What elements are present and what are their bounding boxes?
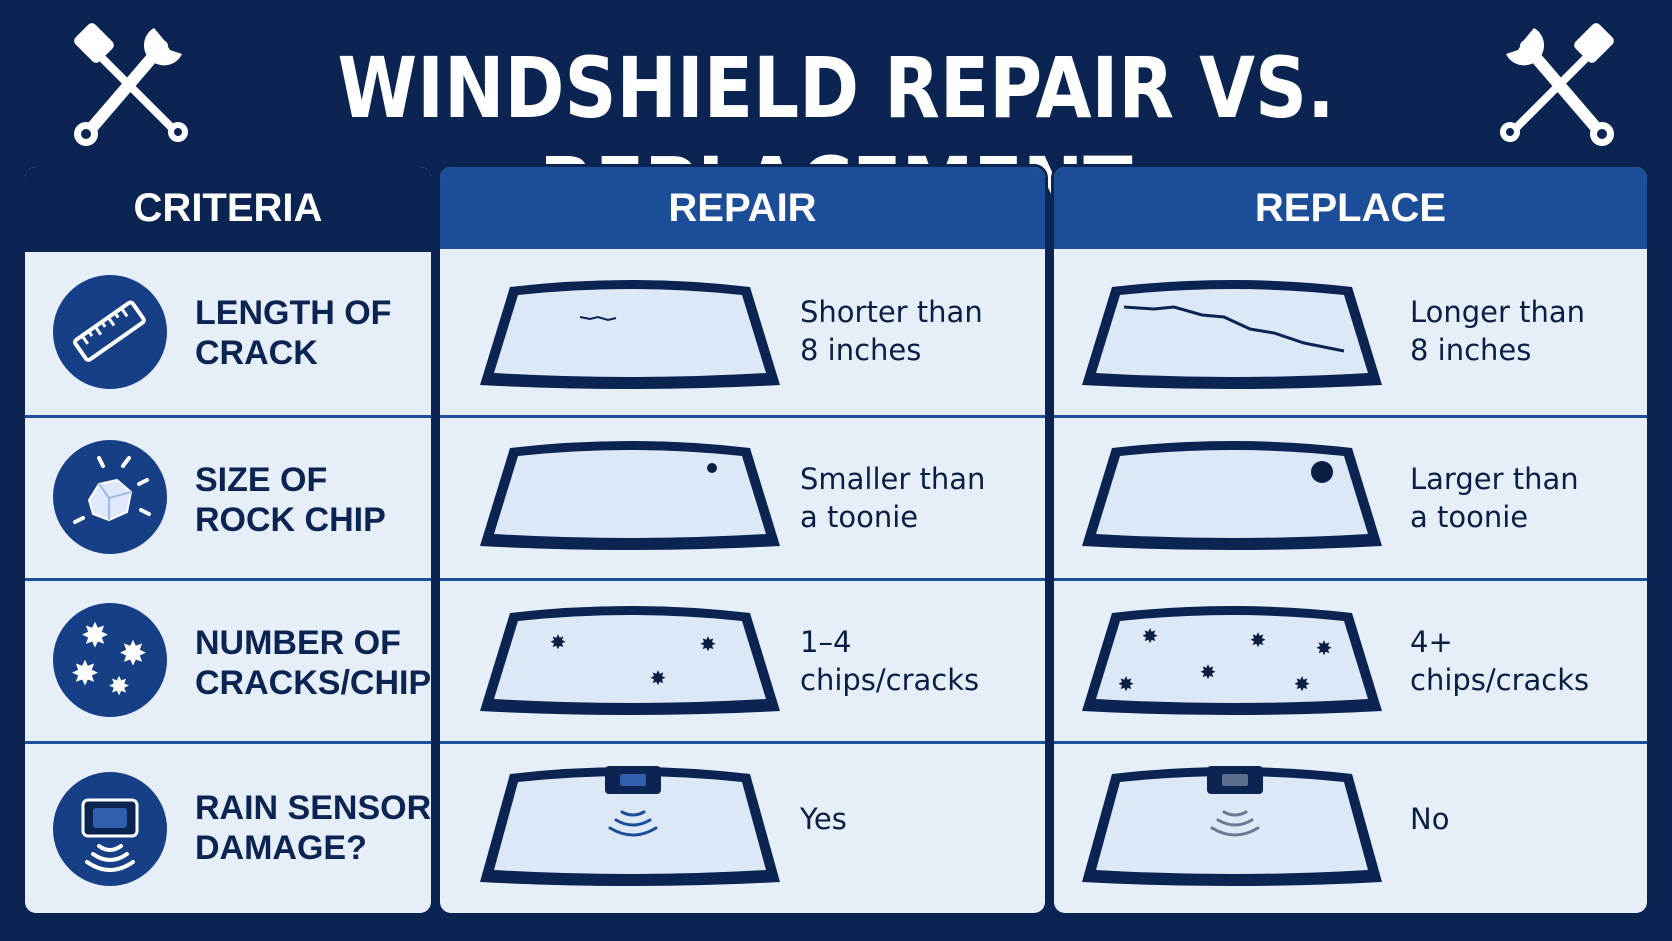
- replace-value: 4+chips/cracks: [1410, 625, 1590, 697]
- windshield-small-chip-icon: [480, 441, 780, 550]
- repair-header: REPAIR: [440, 167, 1045, 249]
- windshield-few-chips-icon: ✸ ✸ ✸: [480, 606, 780, 715]
- wrench-screwdriver-icon: [1500, 23, 1614, 146]
- windshield-rain-sensor-icon: [480, 766, 780, 886]
- chips-icon: ✸✸ ✸✸: [53, 603, 167, 717]
- svg-text:✸: ✸: [108, 672, 130, 702]
- replace-row: No: [1054, 741, 1647, 913]
- windshield-rain-sensor-icon: [1082, 766, 1382, 886]
- replace-value: No: [1410, 802, 1450, 836]
- replace-header: REPLACE: [1054, 167, 1647, 249]
- svg-text:✸: ✸: [1118, 672, 1135, 696]
- svg-text:✸: ✸: [1142, 624, 1159, 648]
- svg-text:✸: ✸: [550, 630, 567, 654]
- svg-text:✸: ✸: [700, 632, 717, 656]
- criteria-header: CRITERIA: [25, 167, 431, 252]
- ruler-icon: [53, 275, 167, 389]
- windshield-small-crack-icon: [480, 280, 780, 389]
- svg-text:✸: ✸: [81, 616, 110, 656]
- rock-chip-icon: [53, 440, 167, 554]
- svg-text:✸: ✸: [71, 654, 100, 694]
- repair-row: Yes: [440, 741, 1045, 913]
- windshield-many-chips-icon: ✸✸✸ ✸✸✸: [1082, 606, 1382, 715]
- title-bar: WINDSHIELD REPAIR VS. REPLACEMENT: [0, 0, 1672, 237]
- windshield-large-chip-icon: [1082, 441, 1382, 550]
- repair-value: Yes: [800, 802, 847, 836]
- windshield-long-crack-icon: [1082, 280, 1382, 389]
- svg-text:✸: ✸: [1200, 660, 1217, 684]
- svg-text:✸: ✸: [1316, 636, 1333, 660]
- svg-text:✸: ✸: [1250, 628, 1267, 652]
- rain-sensor-icon: [53, 772, 167, 886]
- wrench-screwdriver-icon: [74, 23, 188, 146]
- svg-text:✸: ✸: [119, 634, 148, 674]
- replace-row: ✸✸✸ ✸✸✸ 4+chips/cracks: [1054, 578, 1647, 741]
- svg-text:✸: ✸: [650, 666, 667, 690]
- svg-text:✸: ✸: [1294, 672, 1311, 696]
